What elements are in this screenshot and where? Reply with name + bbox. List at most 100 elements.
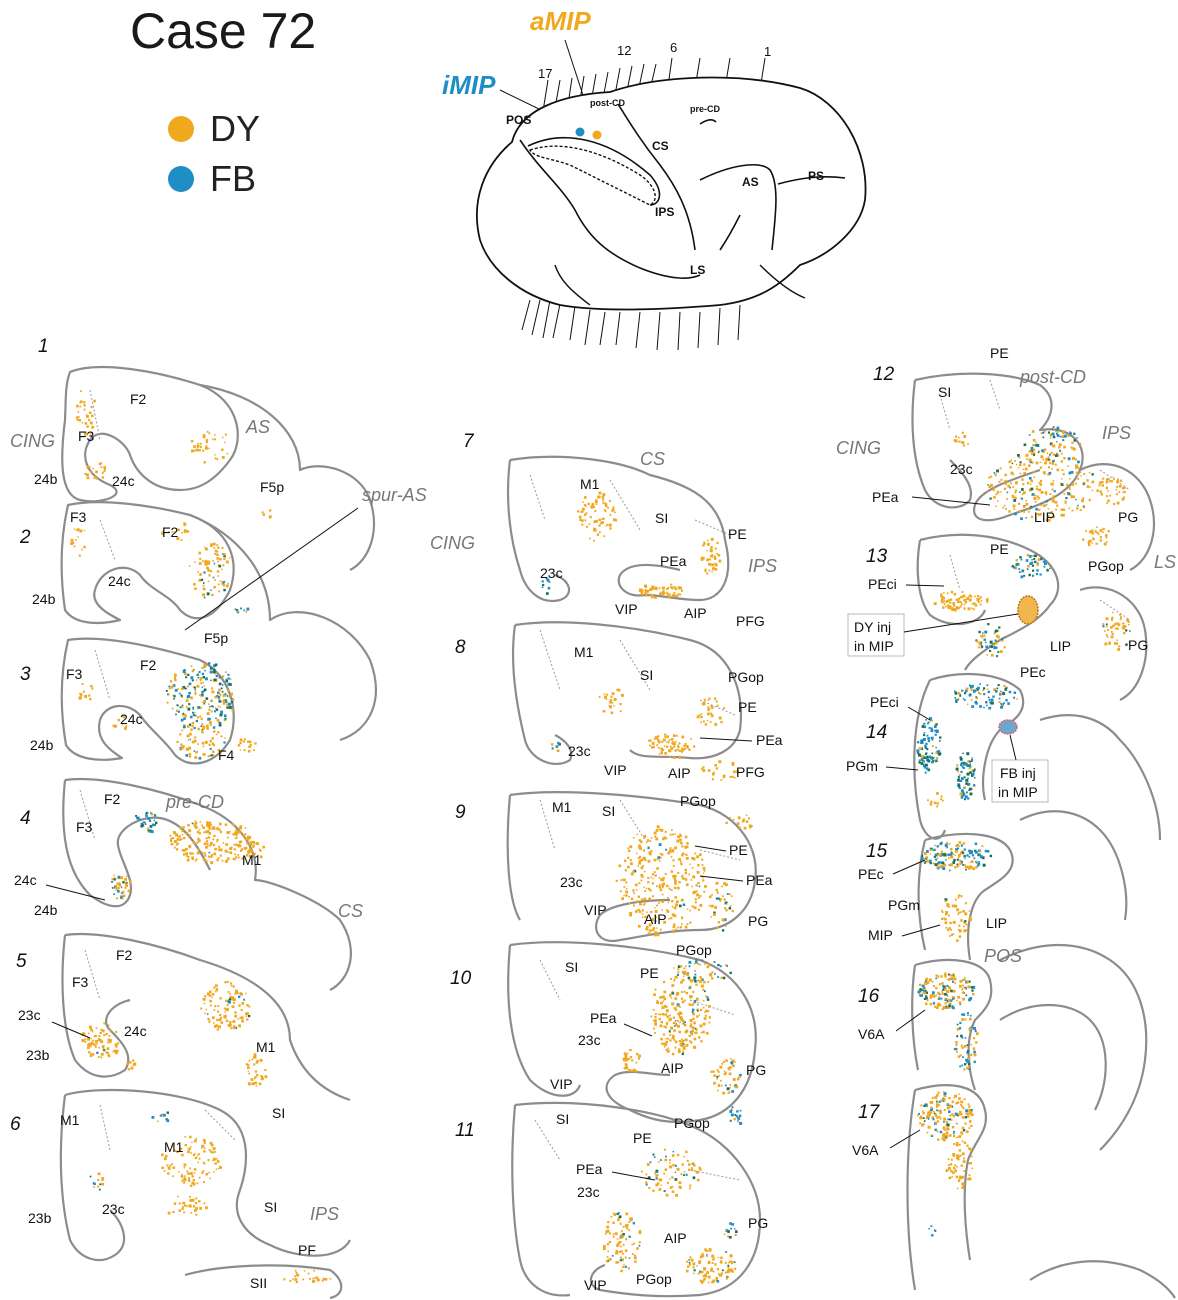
labelled-cell: [702, 769, 705, 772]
labelled-cell: [95, 1035, 97, 1037]
labelled-cell: [197, 728, 200, 731]
labelled-cell: [1002, 507, 1004, 509]
labelled-cell: [211, 1144, 214, 1147]
labelled-cell: [669, 1034, 671, 1036]
labelled-cell: [193, 1183, 195, 1185]
labelled-cell: [256, 1060, 259, 1063]
labelled-cell: [1047, 453, 1049, 455]
labelled-cell: [943, 1118, 946, 1121]
labelled-cell: [1027, 565, 1030, 568]
labelled-cell: [699, 964, 701, 966]
labelled-cell: [660, 1159, 662, 1161]
labelled-cell: [606, 1260, 609, 1263]
labelled-cell: [1069, 472, 1072, 475]
labelled-cell: [978, 646, 980, 648]
labelled-cell: [1044, 560, 1046, 562]
labelled-cell: [962, 852, 964, 854]
labelled-cell: [666, 592, 668, 594]
labelled-cell: [232, 1020, 235, 1023]
labelled-cell: [652, 742, 655, 745]
labelled-cell: [197, 685, 200, 688]
labelled-cell: [977, 854, 979, 856]
labelled-cell: [204, 852, 206, 854]
labelled-cell: [649, 588, 652, 591]
labelled-cell: [188, 1148, 190, 1150]
labelled-cell: [114, 879, 116, 881]
s7-aip: AIP: [684, 605, 707, 621]
labelled-cell: [684, 1000, 686, 1002]
labelled-cell: [963, 1160, 966, 1163]
labelled-cell: [89, 412, 92, 415]
labelled-cell: [595, 500, 598, 503]
labelled-cell: [234, 854, 236, 856]
labelled-cell: [969, 788, 972, 791]
labelled-cell: [196, 1138, 198, 1140]
labelled-cell: [719, 560, 722, 563]
labelled-cell: [1048, 432, 1050, 434]
labelled-cell: [211, 997, 213, 999]
level-6: 6: [670, 40, 677, 55]
labelled-cell: [1118, 645, 1120, 647]
labelled-cell: [603, 1247, 606, 1250]
labelled-cell: [718, 921, 720, 923]
labelled-cell: [662, 900, 665, 903]
labelled-cell: [661, 1021, 663, 1023]
labelled-cell: [217, 719, 220, 722]
labelled-cell: [1019, 556, 1021, 558]
labelled-cell: [151, 830, 154, 833]
labelled-cell: [671, 829, 673, 831]
labelled-cell: [931, 1225, 933, 1227]
labelled-cell: [207, 843, 209, 845]
labelled-cell: [625, 1249, 628, 1252]
labelled-cell: [938, 996, 940, 998]
labelled-cell: [730, 905, 732, 907]
labelled-cell: [206, 860, 208, 862]
labelled-cell: [623, 895, 624, 896]
labelled-cell: [936, 1094, 939, 1097]
labelled-cell: [664, 736, 666, 738]
imip-injection-marker: [576, 128, 585, 137]
labelled-cell: [91, 406, 93, 408]
labelled-cell: [155, 824, 157, 826]
labelled-cell: [185, 848, 188, 851]
labelled-cell: [1059, 443, 1062, 446]
labelled-cell: [686, 1261, 688, 1263]
labelled-cell: [942, 911, 944, 913]
labelled-cell: [624, 1052, 626, 1054]
labelled-cell: [935, 1122, 937, 1124]
labelled-cell: [1117, 648, 1120, 651]
labelled-cell: [209, 1000, 211, 1002]
labelled-cell: [1071, 442, 1073, 444]
labelled-cell: [74, 529, 76, 531]
labelled-cell: [223, 741, 225, 743]
labelled-cell: [126, 1063, 128, 1065]
s10-pgop: PGop: [676, 942, 712, 958]
labelled-cell: [981, 600, 983, 602]
labelled-cell: [222, 547, 224, 549]
labelled-cell: [89, 1026, 92, 1029]
labelled-cell: [116, 897, 118, 899]
labelled-cell: [229, 851, 232, 854]
brain-label-cs: CS: [652, 139, 669, 153]
labelled-cell: [991, 702, 994, 705]
labelled-cell: [1073, 496, 1076, 499]
labelled-cell: [655, 597, 657, 599]
labelled-cell: [723, 707, 725, 709]
labelled-cell: [177, 704, 179, 706]
labelled-cell: [952, 996, 954, 998]
labelled-cell: [730, 1061, 733, 1064]
labelled-cell: [1001, 638, 1003, 640]
labelled-cell: [967, 1012, 969, 1014]
labelled-cell: [1041, 504, 1043, 506]
labelled-cell: [194, 736, 196, 738]
labelled-cell: [640, 859, 643, 862]
labelled-cell: [225, 701, 227, 703]
labelled-cell: [149, 820, 151, 822]
labelled-cell: [1114, 624, 1116, 626]
labelled-cell: [727, 1270, 730, 1273]
s6-ips: IPS: [310, 1204, 339, 1224]
labelled-cell: [670, 584, 672, 586]
labelled-cell: [956, 599, 958, 601]
labelled-cell: [195, 1157, 197, 1159]
labelled-cell: [925, 753, 927, 755]
